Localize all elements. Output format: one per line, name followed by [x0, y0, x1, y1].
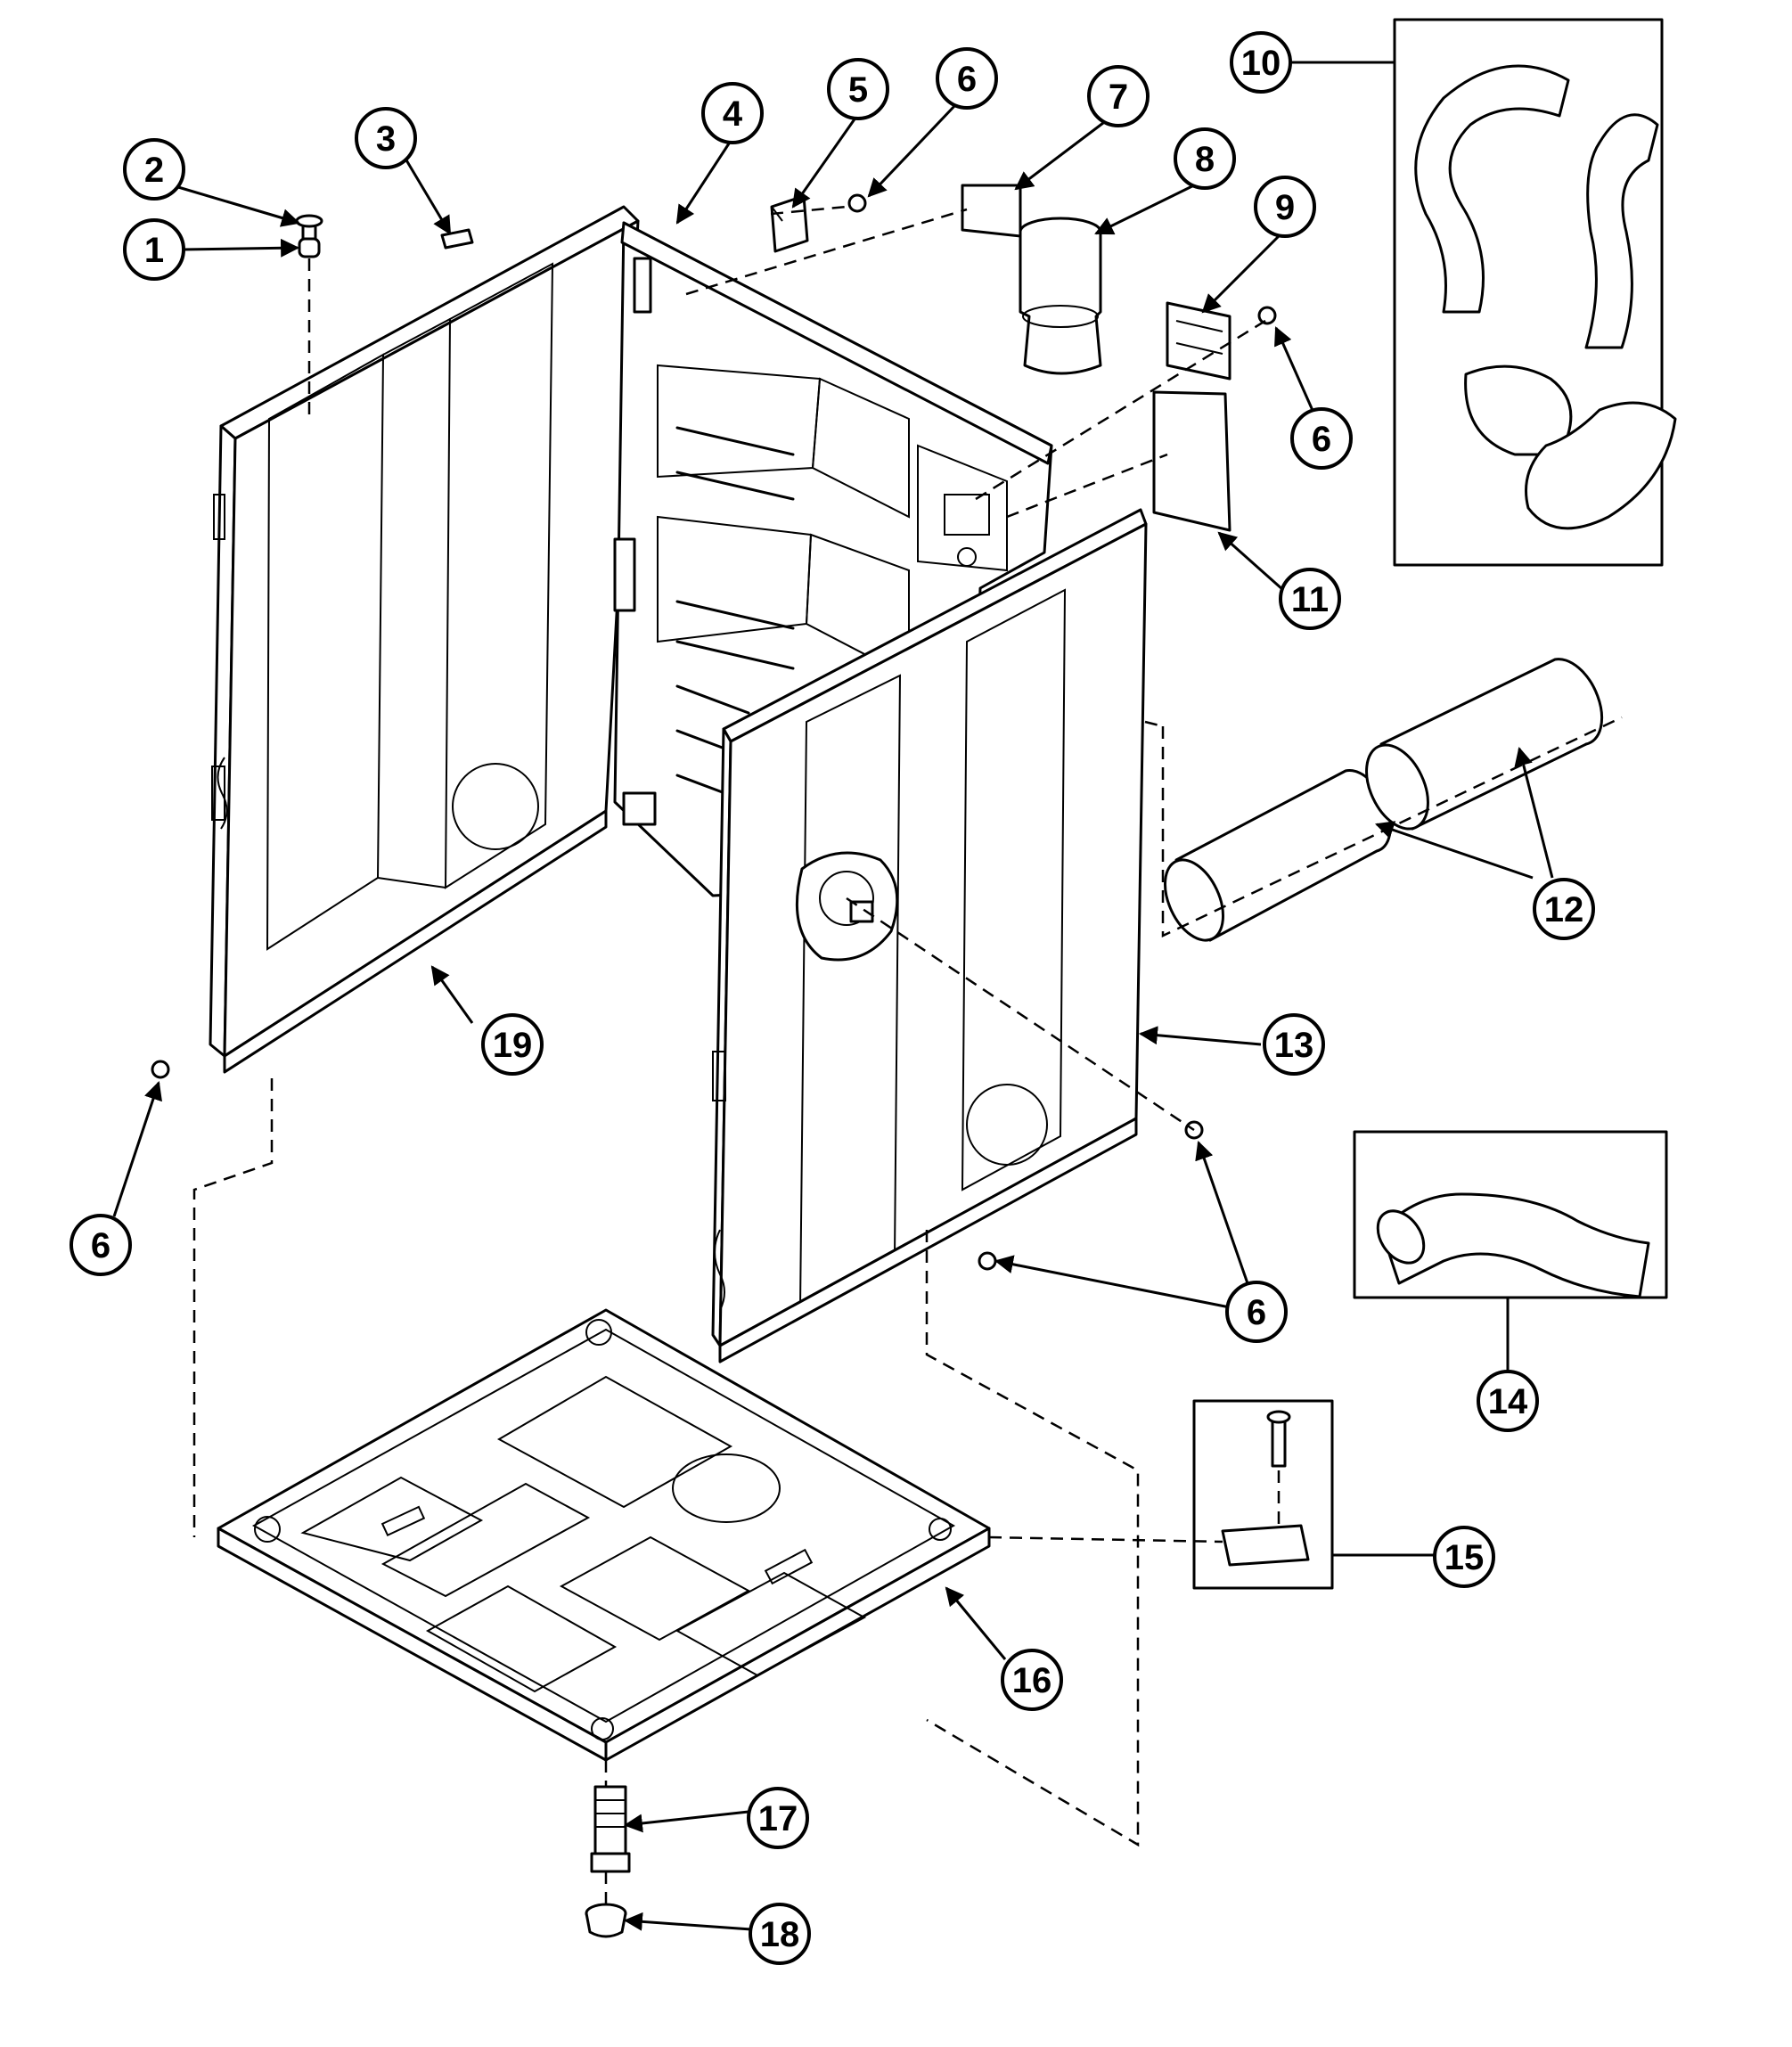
callout-4: 4: [701, 82, 764, 144]
exhaust-tube-part: [1019, 217, 1102, 375]
base-pan: [217, 1308, 991, 1762]
svg-text:1: 1: [144, 231, 164, 270]
callout-7: 7: [1087, 65, 1150, 127]
callout-19: 19: [481, 1013, 544, 1076]
svg-text:17: 17: [758, 1799, 798, 1838]
svg-text:19: 19: [493, 1026, 533, 1065]
bracket-kit-box: [1192, 1399, 1334, 1590]
callout-14: 14: [1477, 1370, 1539, 1432]
callout-9: 9: [1254, 176, 1316, 238]
callout-1: 1: [123, 218, 185, 281]
right-side-panel: [711, 508, 1148, 1363]
svg-text:16: 16: [1012, 1661, 1052, 1700]
plate-7-part: [961, 184, 1022, 238]
screw-6a-part: [847, 193, 867, 213]
screw-6b-part: [1257, 306, 1277, 325]
callout-17: 17: [747, 1787, 809, 1849]
callout-3: 3: [355, 107, 417, 169]
callout-6-top: 6: [936, 47, 998, 110]
callout-18: 18: [749, 1903, 811, 1965]
clip-part: [440, 228, 474, 250]
svg-text:7: 7: [1109, 78, 1128, 117]
duct-12a-part: [1164, 768, 1392, 942]
svg-text:6: 6: [1247, 1293, 1266, 1332]
callout-6-lower-right: 6: [1225, 1281, 1288, 1343]
svg-text:10: 10: [1241, 44, 1281, 83]
screw-6c-part: [151, 1060, 170, 1079]
screw-6e-part: [978, 1251, 997, 1271]
callout-6-left: 6: [70, 1214, 132, 1276]
callout-6-right: 6: [1290, 407, 1353, 470]
svg-text:5: 5: [848, 70, 868, 110]
bracket-part: [770, 194, 809, 253]
callout-11: 11: [1279, 568, 1341, 630]
svg-text:4: 4: [723, 94, 743, 134]
callout-2: 2: [123, 138, 185, 201]
callout-8: 8: [1174, 127, 1236, 190]
svg-text:8: 8: [1195, 140, 1215, 179]
callout-12: 12: [1533, 878, 1595, 940]
leader-lines: [112, 61, 1554, 1931]
svg-text:6: 6: [91, 1226, 110, 1265]
svg-text:6: 6: [1312, 420, 1331, 459]
svg-text:13: 13: [1274, 1026, 1314, 1065]
callout-16: 16: [1001, 1649, 1063, 1711]
svg-text:6: 6: [957, 60, 977, 99]
svg-text:3: 3: [376, 119, 396, 159]
callout-15: 15: [1433, 1526, 1495, 1588]
svg-text:15: 15: [1444, 1538, 1485, 1577]
exhaust-kit-box: [1393, 18, 1677, 567]
left-side-panel: [209, 205, 640, 1074]
svg-text:11: 11: [1291, 580, 1329, 619]
flexible-duct-box: [1353, 1130, 1668, 1299]
svg-text:14: 14: [1488, 1382, 1528, 1421]
plate-11-part: [1152, 390, 1231, 532]
callout-5: 5: [827, 58, 889, 120]
vent-9-part: [1166, 301, 1231, 381]
svg-text:18: 18: [760, 1915, 800, 1954]
leveling-leg-part: [590, 1785, 631, 1873]
callout-13: 13: [1263, 1013, 1325, 1076]
leg-cap-part: [585, 1903, 627, 1938]
svg-text:12: 12: [1544, 890, 1584, 929]
svg-text:9: 9: [1275, 188, 1295, 227]
assembly-guide-lines: [192, 205, 1623, 1907]
callout-10: 10: [1230, 31, 1292, 94]
duct-12b-part: [1365, 658, 1604, 831]
svg-text:2: 2: [144, 151, 164, 190]
cap-part: [298, 237, 321, 258]
